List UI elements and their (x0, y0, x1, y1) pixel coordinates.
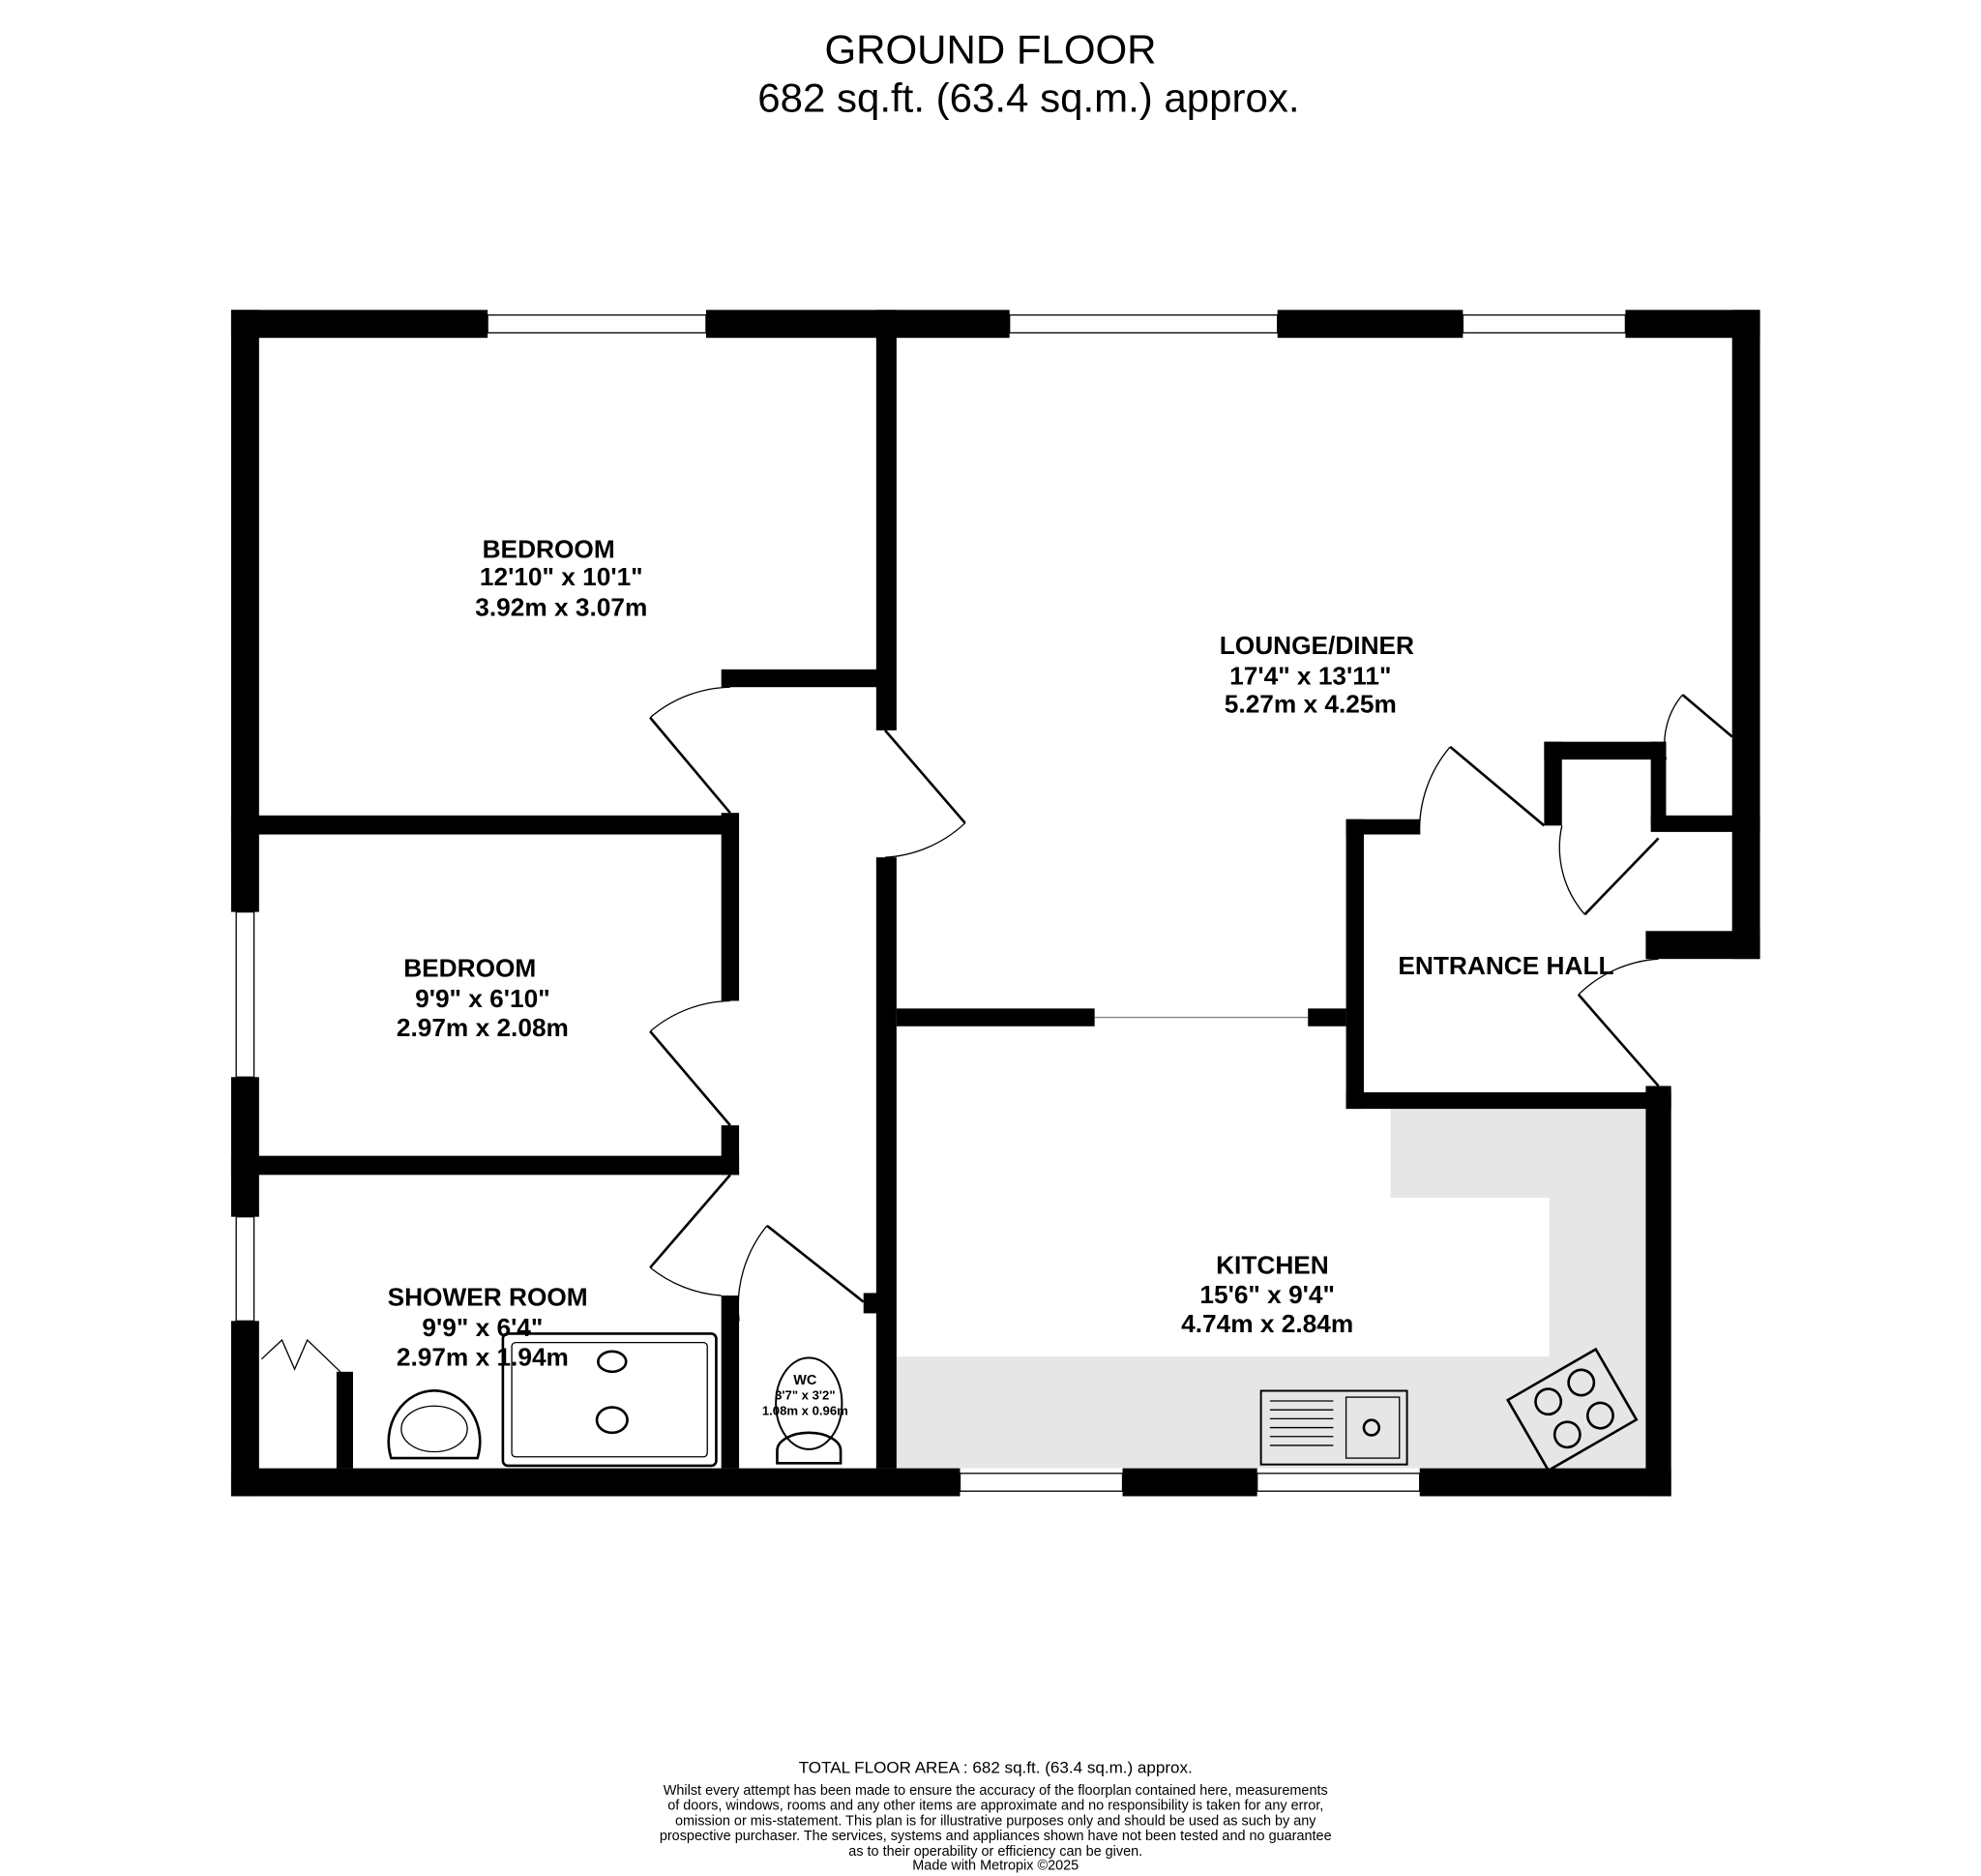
doors[interactable] (261, 686, 1733, 1373)
disclaimer-line: prospective purchaser. The services, sys… (660, 1829, 1332, 1844)
svg-text:KITCHEN: KITCHEN (1216, 1251, 1329, 1280)
svg-text:LOUNGE/DINER: LOUNGE/DINER (1220, 631, 1414, 660)
svg-text:3.92m x 3.07m: 3.92m x 3.07m (475, 593, 647, 622)
svg-text:15'6" x 9'4": 15'6" x 9'4" (1199, 1280, 1335, 1309)
svg-text:4.74m x 2.84m: 4.74m x 2.84m (1181, 1309, 1353, 1338)
disclaimer-line: omission or mis-statement. This plan is … (675, 1813, 1316, 1829)
svg-text:2.97m x 1.94m: 2.97m x 1.94m (397, 1342, 569, 1371)
disclaimer-line: Whilst every attempt has been made to en… (664, 1783, 1328, 1799)
floor-title: GROUND FLOOR (824, 27, 1156, 73)
svg-text:1.08m x 0.96m: 1.08m x 0.96m (762, 1403, 848, 1417)
svg-text:ENTRANCE HALL: ENTRANCE HALL (1398, 951, 1613, 980)
disclaimer-line: as to their operability or efficiency ca… (848, 1844, 1142, 1860)
svg-text:5.27m x 4.25m: 5.27m x 4.25m (1225, 689, 1397, 718)
svg-text:BEDROOM: BEDROOM (403, 954, 536, 983)
svg-text:BEDROOM: BEDROOM (483, 534, 615, 563)
svg-text:12'10" x 10'1": 12'10" x 10'1" (480, 562, 643, 591)
room-entrance-hall: ENTRANCE HALL (1398, 951, 1613, 980)
room-wc: WC3'7" x 3'2"1.08m x 0.96m (762, 1373, 848, 1418)
floor-area: 682 sq.ft. (63.4 sq.m.) approx. (757, 75, 1299, 121)
made-with-credit: Made with Metropix ©2025 (912, 1858, 1079, 1873)
svg-text:9'9" x 6'4": 9'9" x 6'4" (422, 1313, 543, 1342)
svg-text:SHOWER ROOM: SHOWER ROOM (388, 1283, 588, 1312)
walls (230, 310, 1760, 1497)
counters (896, 1109, 1646, 1469)
fixtures (387, 1332, 1639, 1473)
total-floor-area: TOTAL FLOOR AREA : 682 sq.ft. (63.4 sq.m… (799, 1759, 1193, 1777)
windows (235, 313, 1627, 1492)
svg-text:2.97m x 2.08m: 2.97m x 2.08m (397, 1013, 569, 1042)
disclaimer-line: of doors, windows, rooms and any other i… (667, 1799, 1323, 1814)
svg-text:17'4" x 13'11": 17'4" x 13'11" (1229, 662, 1391, 691)
svg-text:9'9" x 6'10": 9'9" x 6'10" (415, 984, 550, 1013)
svg-text:WC: WC (793, 1373, 817, 1388)
footer: TOTAL FLOOR AREA : 682 sq.ft. (63.4 sq.m… (660, 1759, 1332, 1874)
svg-text:3'7" x 3'2": 3'7" x 3'2" (775, 1388, 835, 1403)
